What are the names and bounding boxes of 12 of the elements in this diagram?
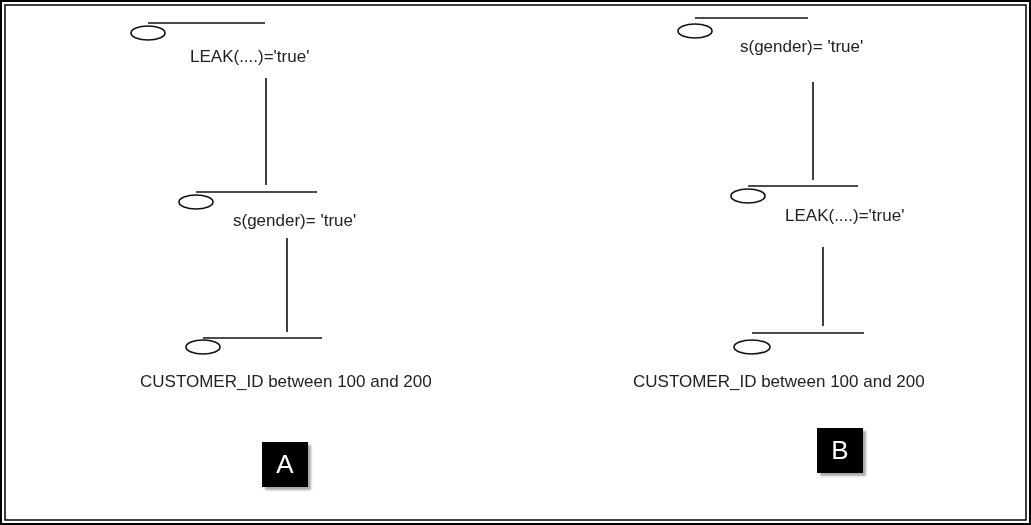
letter-tile: B <box>817 428 863 473</box>
connector-line <box>812 81 814 181</box>
condition-text: CUSTOMER_ID between 100 and 200 <box>140 372 432 392</box>
connector-line <box>265 77 267 186</box>
connector-line <box>822 246 824 327</box>
condition-text: LEAK(....)='true' <box>785 206 905 226</box>
condition-text: CUSTOMER_ID between 100 and 200 <box>633 372 925 392</box>
condition-text: LEAK(....)='true' <box>190 47 310 67</box>
connector-line <box>286 237 288 333</box>
letter-tile: A <box>262 442 308 487</box>
condition-text: s(gender)= 'true' <box>740 37 864 57</box>
condition-text: s(gender)= 'true' <box>233 211 357 231</box>
